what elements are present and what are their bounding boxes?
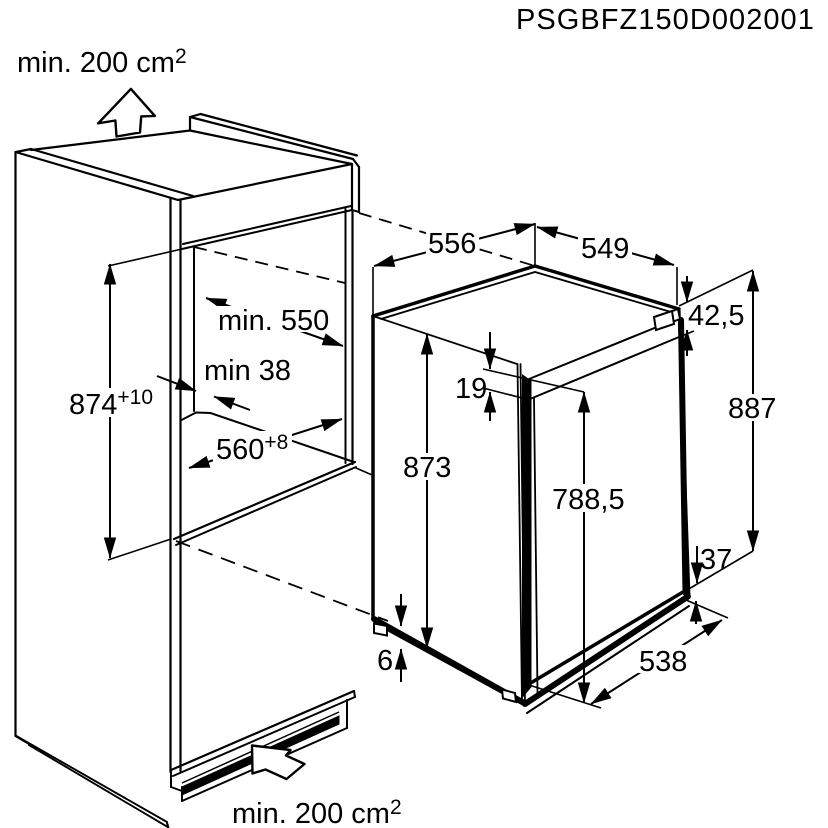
svg-text:min. 200 cm2: min. 200 cm2 — [17, 45, 187, 79]
svg-text:19: 19 — [455, 373, 487, 405]
svg-text:min 38: min 38 — [204, 355, 291, 387]
svg-text:min. 200 cm2: min. 200 cm2 — [232, 796, 402, 828]
svg-text:549: 549 — [581, 233, 629, 265]
svg-text:PSGBFZ150D002001: PSGBFZ150D002001 — [516, 4, 815, 36]
svg-text:min. 550: min. 550 — [218, 305, 329, 337]
svg-text:37: 37 — [700, 544, 732, 576]
svg-text:873: 873 — [403, 452, 451, 484]
svg-text:6: 6 — [377, 645, 393, 677]
svg-text:788,5: 788,5 — [552, 484, 625, 516]
svg-text:42,5: 42,5 — [688, 300, 744, 332]
svg-text:887: 887 — [728, 393, 776, 425]
svg-text:538: 538 — [639, 646, 687, 678]
svg-text:556: 556 — [428, 228, 476, 260]
